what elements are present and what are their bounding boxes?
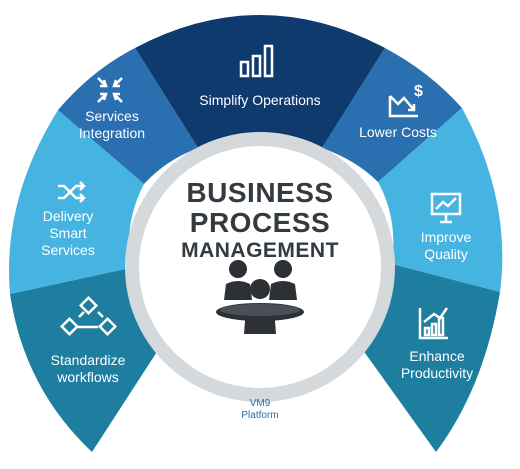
segment-services-integration xyxy=(58,48,198,184)
label-enhance-productivity: Enhance Productivity xyxy=(400,348,474,381)
label-services-integration: Services Integration xyxy=(78,108,146,141)
business-team-meeting-icon xyxy=(216,260,304,334)
segment-standardize-workflows xyxy=(10,268,162,452)
label-lower-costs: Lower Costs xyxy=(359,124,437,140)
declining-cost-icon: $ xyxy=(388,83,423,118)
title-line-business: BUSINESS xyxy=(186,177,334,208)
converging-arrows-icon xyxy=(97,77,123,103)
title-line-management: MANAGEMENT xyxy=(181,239,339,262)
segment-improve-quality xyxy=(378,108,503,292)
segment-enhance-productivity xyxy=(360,264,500,452)
segment-delivery-smart-services xyxy=(9,110,144,294)
title-line-process: PROCESS xyxy=(189,207,331,238)
segment-simplify-operations xyxy=(135,15,385,148)
workflow-diagram-icon xyxy=(59,295,118,337)
growth-chart-icon xyxy=(418,307,449,340)
label-simplify-operations: Simplify Operations xyxy=(199,92,321,108)
presentation-board-icon xyxy=(430,192,462,224)
svg-text:$: $ xyxy=(414,83,423,100)
bar-chart-icon xyxy=(239,44,274,78)
platform-caption: VM9 Platform xyxy=(241,398,279,421)
center-disc xyxy=(139,146,381,388)
center-title: BUSINESS PROCESS MANAGEMENT xyxy=(160,178,360,264)
shuffle-arrows-icon xyxy=(58,181,86,203)
label-improve-quality: Improve Quality xyxy=(420,229,472,262)
label-standardize-workflows: Standardize workflows xyxy=(50,352,126,385)
label-delivery-smart-services: Delivery Smart Services xyxy=(41,208,95,258)
